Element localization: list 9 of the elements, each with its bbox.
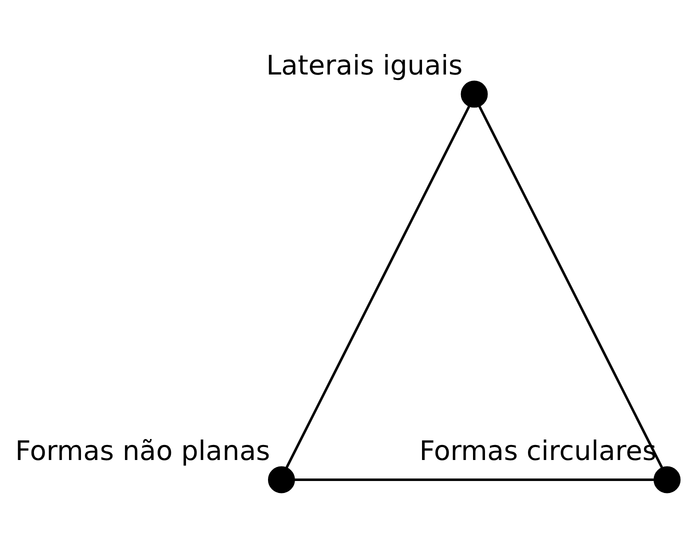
connector xyxy=(294,478,654,481)
node-circle xyxy=(268,466,295,494)
connector xyxy=(285,106,470,469)
node-circle xyxy=(460,80,488,108)
node-label: Formas circulares xyxy=(419,436,656,467)
node-circle xyxy=(654,466,681,494)
node-label: Laterais iguais xyxy=(266,50,463,82)
node-label: Formas não planas xyxy=(15,436,270,467)
connector xyxy=(478,106,664,469)
